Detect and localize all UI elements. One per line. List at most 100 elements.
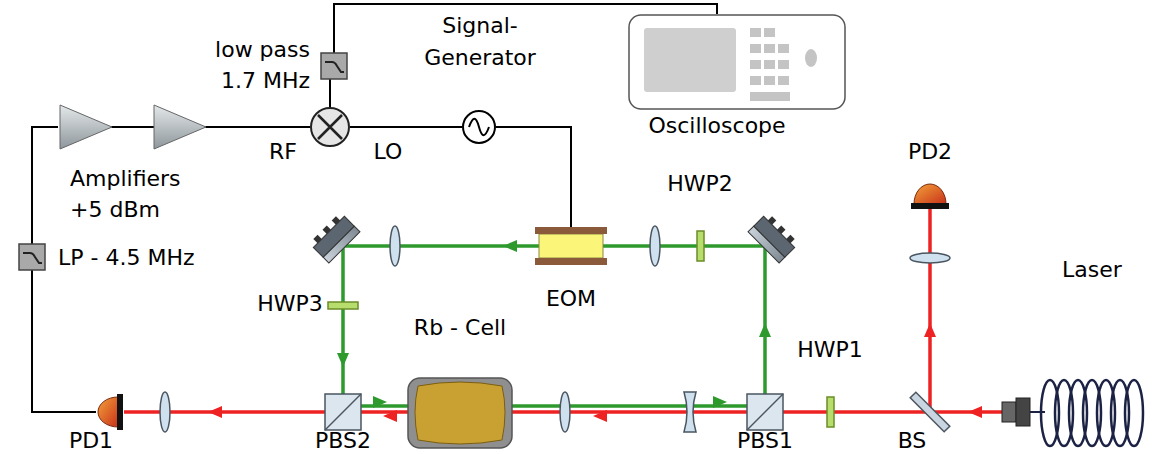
scope-symbol-part <box>778 44 789 53</box>
scope-symbol-part <box>778 60 789 69</box>
signal-wire <box>329 79 331 107</box>
filter-symbol <box>19 244 45 270</box>
mixer-symbol-part <box>318 115 342 139</box>
scope-symbol <box>629 15 845 109</box>
scope-symbol-part <box>750 92 790 101</box>
half-wave-plate-part <box>328 302 358 309</box>
low-pass-filter: LP - 4.5 MHz <box>19 244 45 270</box>
component-label: BS <box>898 430 927 452</box>
component-label: LP - 4.5 MHz <box>58 246 195 270</box>
fiber-laser-part <box>1016 398 1030 426</box>
signal-wire <box>350 126 462 128</box>
beam-splitter-part <box>910 392 950 432</box>
beam-arrows-part <box>759 323 771 337</box>
signal-generator-shape <box>462 110 496 144</box>
fiber-laser <box>1002 380 1143 446</box>
filter-symbol-part <box>19 244 45 270</box>
pd-symbol <box>98 394 123 430</box>
green-beam <box>343 246 765 406</box>
pd-symbol-part <box>117 394 123 430</box>
component-label: HWP2 <box>667 172 733 196</box>
component-label: Rb - Cell <box>414 316 506 340</box>
mirror-part <box>323 226 360 263</box>
low-pass-filter-shape <box>19 244 45 270</box>
beam-arrows-part <box>208 406 222 418</box>
scope-symbol-part <box>750 60 761 69</box>
component-label: EOM <box>546 287 596 311</box>
photodiode: PD1 <box>96 396 124 428</box>
scope-symbol-part <box>644 28 736 92</box>
red-beam <box>124 207 1002 412</box>
component-label: LO <box>374 140 403 164</box>
polarizing-beam-splitter-part <box>325 394 361 430</box>
oscilloscope-shape <box>628 14 846 110</box>
amplifier-chain: Amplifiers +5 dBm <box>58 104 208 150</box>
beam-arrows-part <box>383 410 397 422</box>
mirror-part <box>748 226 785 263</box>
photodiode-part <box>914 184 946 204</box>
component-label: Signal- Generator <box>420 10 540 74</box>
rb-cell-part <box>415 382 505 444</box>
scope-symbol-part <box>764 28 775 37</box>
beam-arrows-part <box>968 406 982 418</box>
lens-part <box>650 226 660 266</box>
mirror-part <box>332 216 340 224</box>
lens-part <box>390 226 400 266</box>
component-label: Laser <box>1062 258 1122 282</box>
amplifier-chain-shape <box>58 104 208 150</box>
scope-symbol-part <box>750 44 761 53</box>
lens <box>160 226 950 432</box>
pd-symbol-part <box>98 397 118 427</box>
fiber <box>1030 411 1045 413</box>
component-label: Oscilloscope <box>648 114 785 138</box>
mirror-part <box>768 216 776 224</box>
amps-symbol <box>60 105 208 149</box>
mirror-part <box>322 225 330 233</box>
electro-optic-modulator: EOM <box>535 227 607 265</box>
green-beam-part <box>343 246 765 406</box>
beam-arrows-part <box>713 396 727 408</box>
mixer-shape <box>310 107 350 147</box>
filter-symbol-part <box>23 253 42 263</box>
component-label: PBS2 <box>315 430 371 452</box>
lens-part <box>560 392 570 432</box>
beam-arrows-part <box>373 396 387 408</box>
photodiode-shape <box>96 396 124 428</box>
mirror <box>748 212 799 263</box>
filter-symbol-part <box>325 62 344 72</box>
eom-symbol-part <box>535 227 607 234</box>
signal-wire <box>496 127 571 227</box>
half-wave-plate-part <box>827 397 834 427</box>
scope-symbol-part <box>764 60 775 69</box>
beam-arrows <box>208 240 982 422</box>
fiber-coil <box>1125 380 1143 446</box>
polarizing-beam-splitter-part <box>747 394 783 430</box>
signal-wire <box>32 270 96 412</box>
scope-symbol-part <box>764 44 775 53</box>
half-wave-plate-part <box>697 231 704 261</box>
component-label: HWP3 <box>257 292 323 316</box>
mixer-symbol <box>311 108 349 146</box>
component-label: low pass 1.7 MHz <box>200 34 310 96</box>
eom-symbol-part <box>539 234 603 258</box>
component-label: HWP1 <box>797 338 863 362</box>
component-label: PBS1 <box>737 430 793 452</box>
scope-symbol-part <box>629 15 845 109</box>
low-pass-filter-shape <box>321 53 347 79</box>
amps-symbol-part <box>110 126 154 128</box>
beam-arrows-part <box>503 240 517 252</box>
scope-symbol-part <box>764 76 775 85</box>
amps-symbol-part <box>60 105 112 149</box>
rb-cell-part <box>408 378 512 448</box>
mixer: RFLO <box>310 107 350 147</box>
lens-part <box>684 392 696 432</box>
lens-part <box>910 253 950 263</box>
mixer-symbol-part <box>311 108 349 146</box>
beam-arrows-part <box>924 323 936 337</box>
polarizing-beam-splitter <box>325 394 783 430</box>
oscilloscope: Oscilloscope <box>628 14 846 110</box>
gen-symbol-part <box>469 119 489 136</box>
scope-symbol-part <box>750 28 761 37</box>
beam-arrows-part <box>593 410 607 422</box>
